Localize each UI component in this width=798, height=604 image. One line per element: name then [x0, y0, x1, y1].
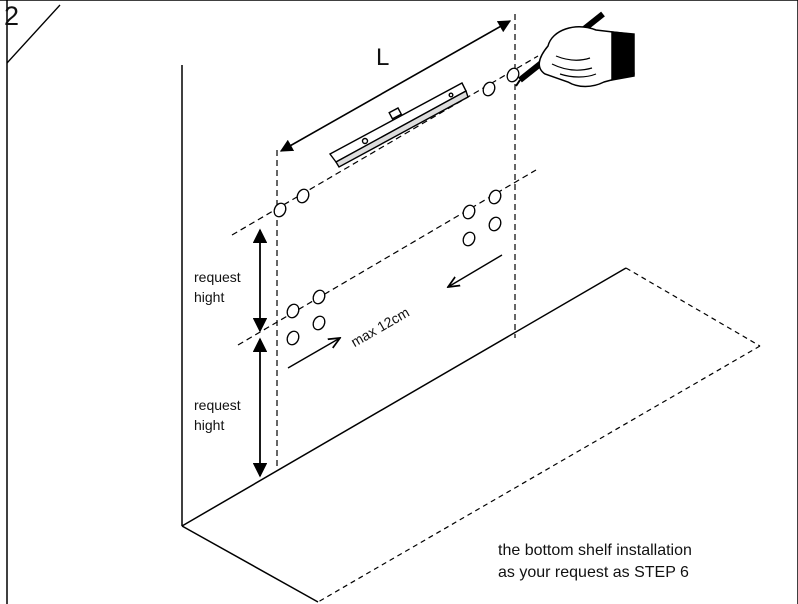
hand-pencil-icon — [515, 11, 635, 88]
installation-note-line1: the bottom shelf installation — [498, 542, 692, 559]
request-height-label-upper: request hight — [194, 269, 241, 305]
floor-dashed-outline — [317, 267, 761, 603]
installation-note: the bottom shelf installation as your re… — [498, 540, 692, 584]
upper-hole-row — [273, 67, 520, 218]
length-dimension-label: L — [376, 44, 390, 71]
length-dimension-arrow — [279, 20, 512, 152]
max-spacing-arrow-right — [287, 338, 340, 369]
max-spacing-arrow-left — [448, 254, 503, 287]
request-height-label-lower: request hight — [194, 397, 241, 433]
spirit-level-icon — [328, 82, 469, 168]
step-number: 2 — [4, 1, 20, 31]
middle-hole-rows — [286, 189, 502, 346]
wall-outline — [181, 65, 627, 603]
installation-note-line2: as your request as STEP 6 — [498, 564, 689, 581]
